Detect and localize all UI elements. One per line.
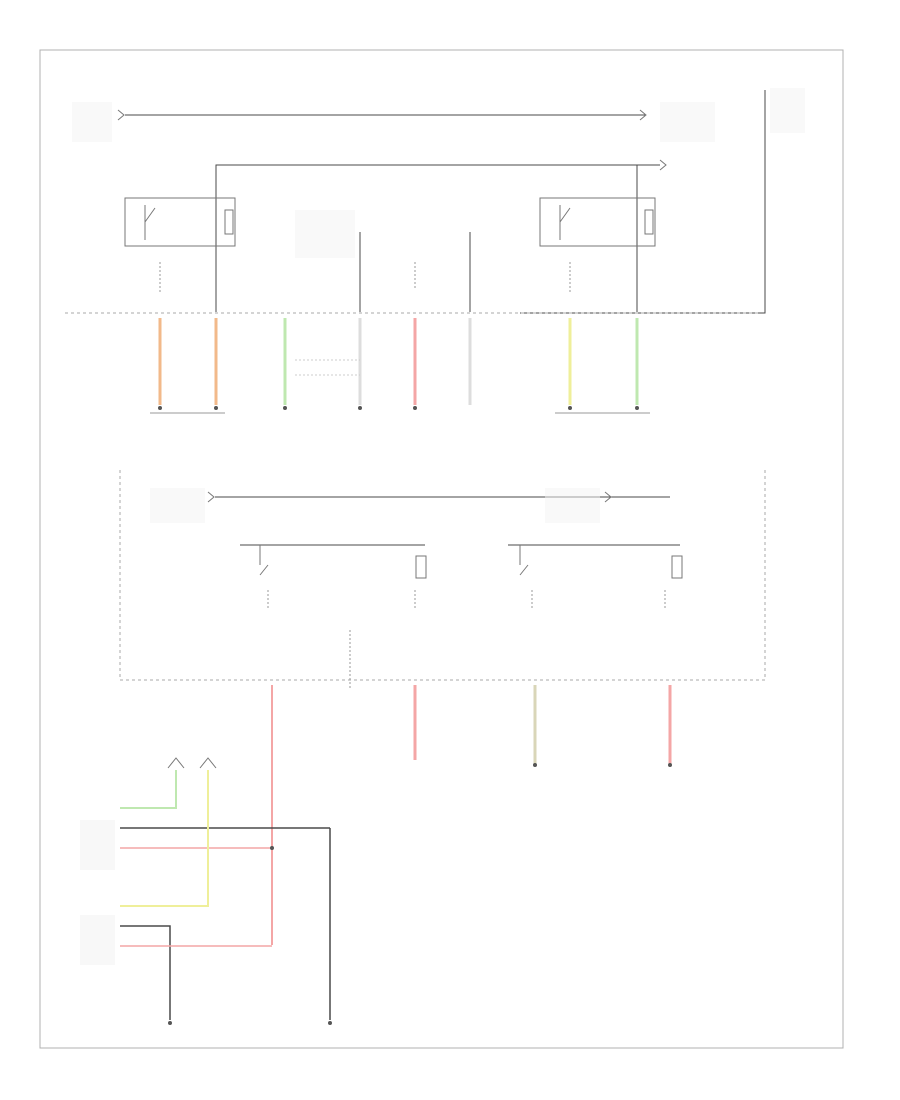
- top-wires: [158, 318, 639, 405]
- bottom-feed-line: [150, 488, 670, 523]
- relay-feed-line: [215, 159, 667, 312]
- relay-right: [539, 197, 656, 247]
- connector-bundle: [80, 757, 331, 1020]
- top-feed-line: [72, 102, 715, 142]
- page-frame: [39, 49, 844, 1049]
- page-id: [50, 1041, 51, 1046]
- fuse-box-side-lines: [119, 470, 766, 681]
- ground-symbols: [168, 763, 672, 1025]
- middle-fuse-feeds: [159, 210, 571, 312]
- relay-left: [124, 197, 236, 247]
- bottom-relay-bus: [240, 544, 683, 690]
- top-connectors: [158, 406, 639, 410]
- bottom-wires: [271, 685, 672, 945]
